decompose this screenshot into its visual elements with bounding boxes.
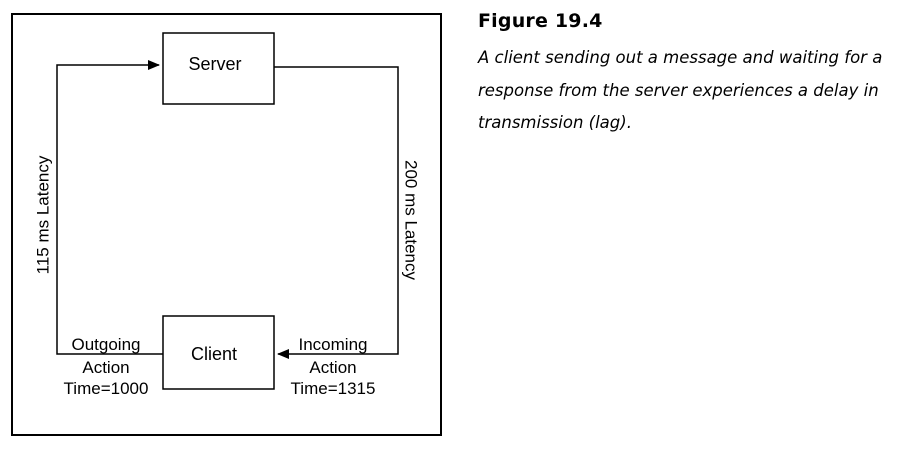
figure-description: A client sending out a message and waiti… [478, 48, 883, 132]
incoming-annotation-line-1: Incoming [299, 335, 368, 354]
outgoing-latency-label: 115 ms Latency [33, 155, 52, 274]
server-node [162, 32, 275, 105]
outgoing-annotation-line-1: Outgoing [72, 335, 141, 354]
server-label: Server [188, 54, 241, 74]
incoming-connector [274, 66, 399, 359]
incoming-latency-label: 200 ms Latency [402, 160, 421, 281]
figure-caption: Figure 19.4 A client sending out a messa… [478, 10, 906, 140]
outgoing-annotation-line-3: Time=1000 [64, 379, 149, 398]
incoming-annotation-line-3: Time=1315 [291, 379, 376, 398]
figure-title: Figure 19.4 [478, 10, 603, 32]
figure-frame [11, 13, 442, 436]
client-label: Client [191, 344, 237, 364]
outgoing-connector [56, 60, 163, 355]
client-node [162, 315, 275, 390]
outgoing-annotation-line-2: Action [82, 358, 129, 377]
incoming-annotation-line-2: Action [309, 358, 356, 377]
